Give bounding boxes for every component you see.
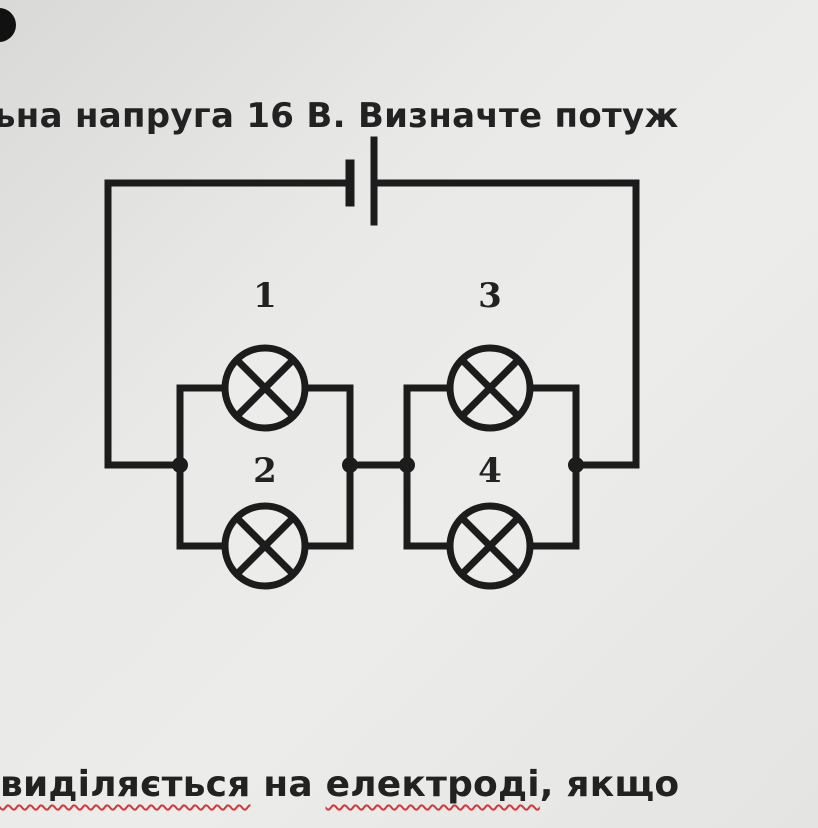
wire-left-block-top <box>176 384 226 469</box>
wire-outer-left <box>104 179 354 469</box>
lamp-label-3: 3 <box>478 276 502 316</box>
bottom-word: електроді <box>325 764 540 805</box>
wire-left-block-bottom-r <box>304 461 354 550</box>
wire-right-block-bottom-r <box>529 461 580 550</box>
lamp-1-icon <box>221 344 309 432</box>
bullet-mark <box>0 8 16 42</box>
junction-node <box>399 457 415 473</box>
lamp-label-1: 1 <box>253 276 277 316</box>
wire-outer-right <box>374 179 640 469</box>
wire-right-block-top-r <box>529 384 580 469</box>
lamp-label-2: 2 <box>253 451 277 491</box>
wire-left-block-bottom <box>176 461 226 550</box>
wire-left-block-top-r <box>304 384 354 469</box>
junction-node <box>342 457 358 473</box>
problem-text-bottom-line: виділяється на електроді, якщо <box>0 764 679 805</box>
lamp-label-4: 4 <box>478 451 502 491</box>
wire-right-block-top <box>403 384 451 469</box>
bottom-word: , якщо <box>539 764 680 805</box>
lamp-2-icon <box>221 502 309 590</box>
lamp-4-icon <box>446 502 534 590</box>
junction-node <box>568 457 584 473</box>
wire-right-block-bottom <box>403 461 451 550</box>
bottom-word: на <box>250 764 326 805</box>
junction-node <box>172 457 188 473</box>
problem-text-top-line: ьна напруга 16 В. Визначте потуж <box>0 96 679 136</box>
bottom-word: виділяється <box>0 764 251 805</box>
lamp-3-icon <box>446 344 534 432</box>
